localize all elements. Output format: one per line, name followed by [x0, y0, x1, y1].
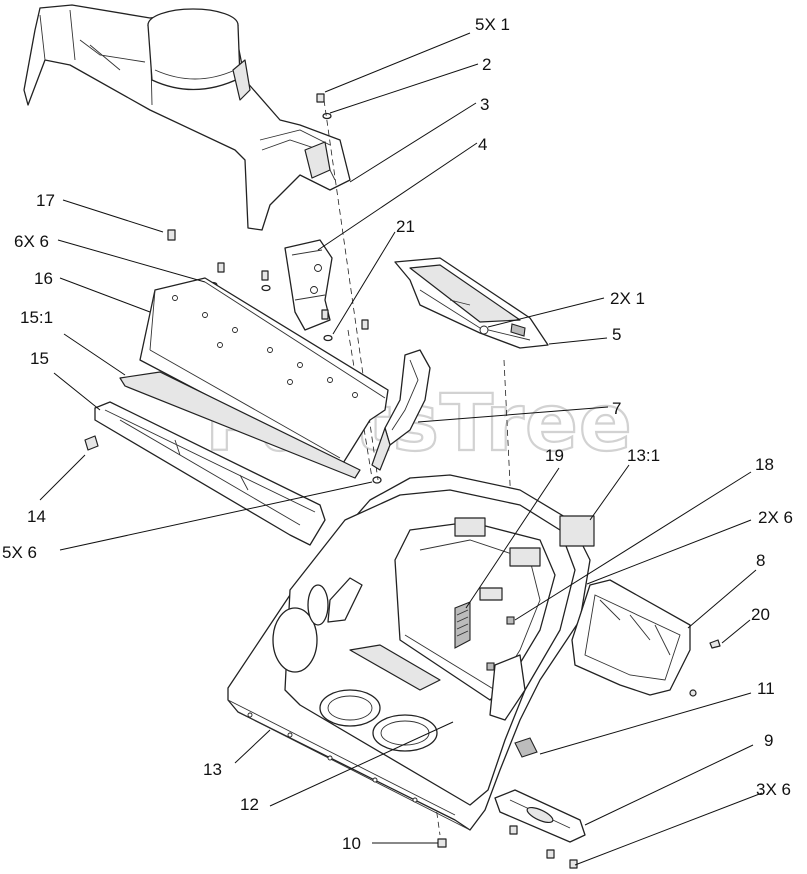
- callout-4: 4: [478, 135, 487, 154]
- callout-14: 14: [27, 507, 46, 526]
- callout-5: 5: [612, 325, 621, 344]
- callout-8: 8: [756, 551, 765, 570]
- part-chute-bracket: [284, 239, 333, 331]
- callout-5x6: 5X 6: [2, 543, 37, 562]
- callout-6x6: 6X 6: [14, 232, 49, 251]
- callout-19: 19: [545, 446, 564, 465]
- callout-15-1: 15:1: [20, 308, 53, 327]
- callout-labels: 5X 1 2 3 4 17 21 6X 6 16 2X 1 15:1 5 15 …: [2, 15, 793, 853]
- callout-3: 3: [480, 95, 489, 114]
- part-side-bracket: [371, 349, 431, 471]
- part-control-cover: [394, 257, 549, 349]
- callout-13-1: 13:1: [627, 446, 660, 465]
- callout-7: 7: [612, 399, 621, 418]
- callout-3x6: 3X 6: [756, 780, 791, 799]
- callout-leaders: [39, 32, 763, 866]
- part-handle-plate: [494, 789, 586, 843]
- part-tray: [571, 579, 691, 696]
- callout-2x6: 2X 6: [758, 508, 793, 527]
- callout-18: 18: [755, 455, 774, 474]
- callout-5x1: 5X 1: [475, 15, 510, 34]
- callout-16: 16: [34, 269, 53, 288]
- callout-13: 13: [203, 760, 222, 779]
- callout-9: 9: [764, 731, 773, 750]
- part-scraper-bar: [94, 371, 361, 546]
- callout-10: 10: [342, 834, 361, 853]
- callout-20: 20: [751, 605, 770, 624]
- callout-2: 2: [482, 55, 491, 74]
- callout-21: 21: [396, 217, 415, 236]
- callout-17: 17: [36, 191, 55, 210]
- part-chute-housing: [23, 4, 351, 231]
- part-vent-grille: [454, 601, 515, 671]
- callout-12: 12: [240, 795, 259, 814]
- callout-15: 15: [30, 349, 49, 368]
- part-dash-panel: [227, 474, 591, 831]
- callout-2x1: 2X 1: [610, 289, 645, 308]
- callout-11: 11: [757, 679, 775, 698]
- part-decal: [559, 515, 595, 547]
